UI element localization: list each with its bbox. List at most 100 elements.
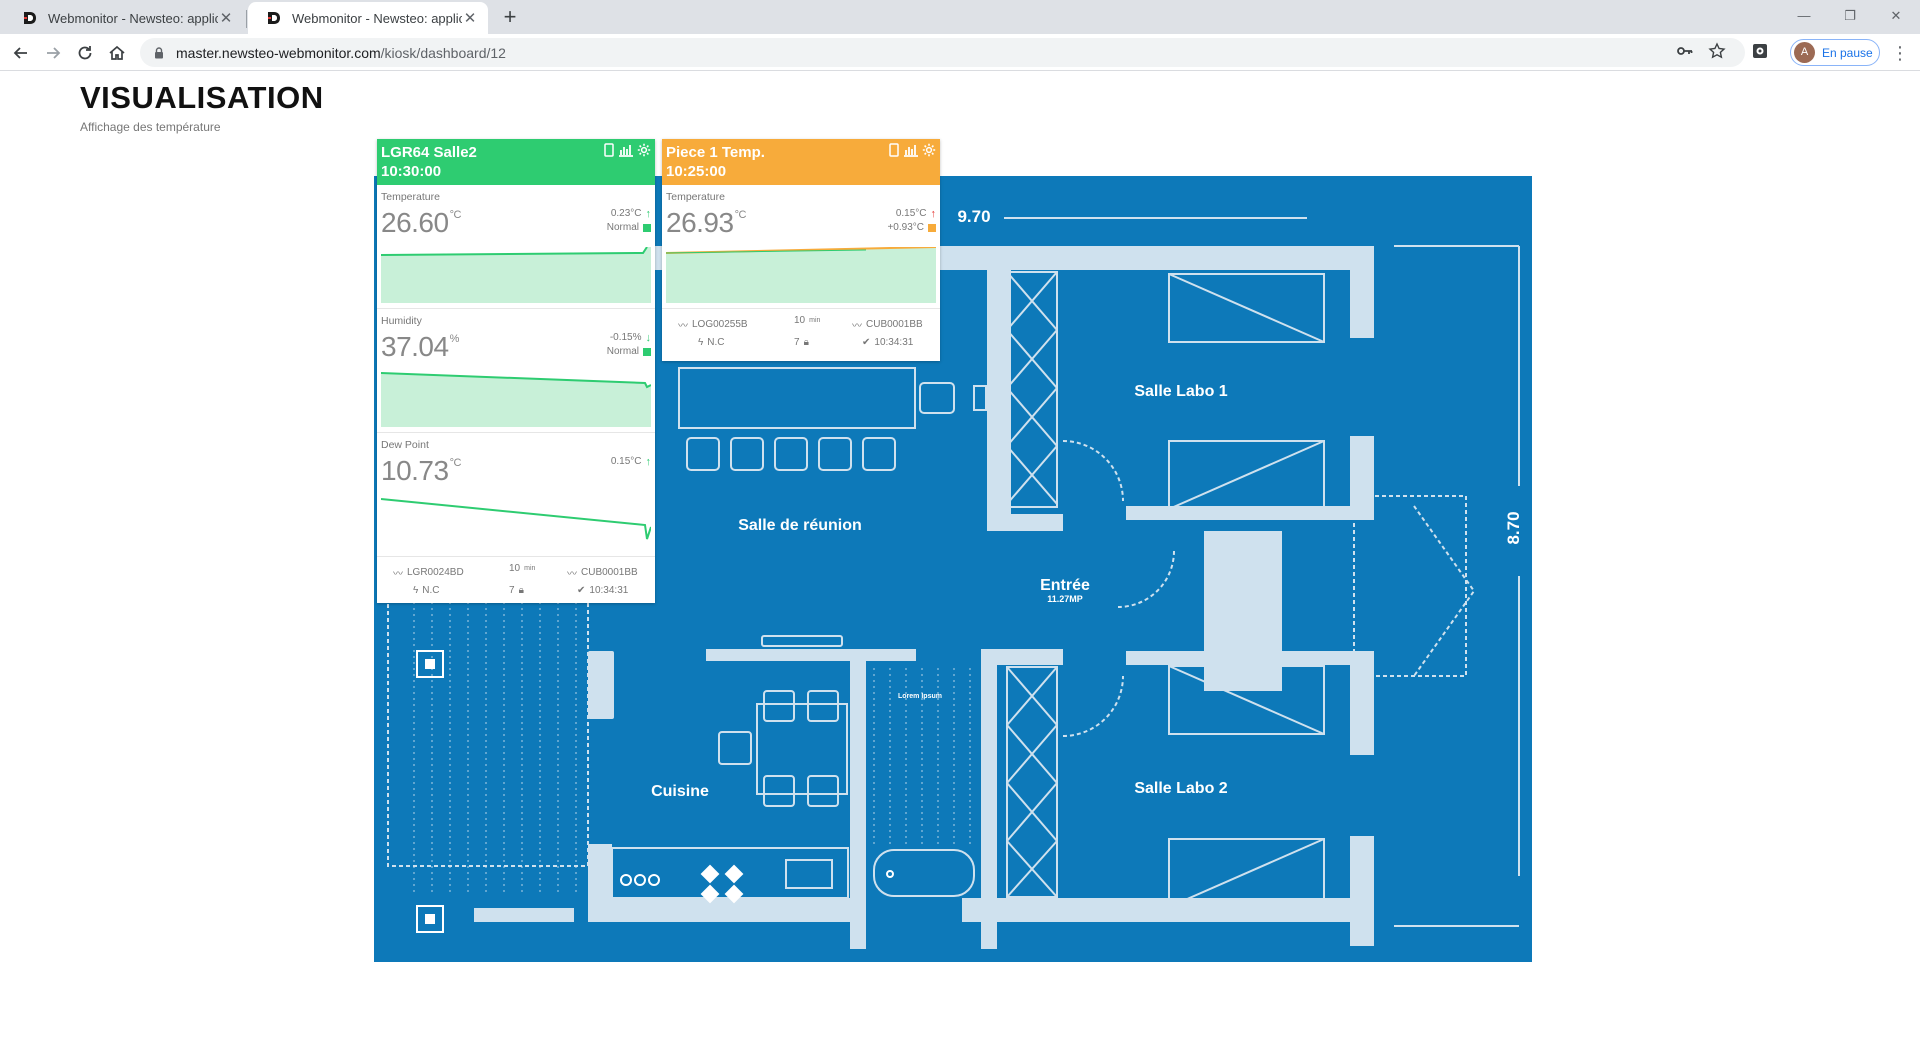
arrow-down-icon: ↓: [645, 332, 652, 344]
status-dot: [643, 224, 651, 232]
status-dot: [643, 348, 651, 356]
metric-label: Temperature: [381, 191, 440, 203]
bookmark-star-icon[interactable]: [1707, 42, 1727, 62]
mobile-icon[interactable]: [888, 143, 900, 157]
interval-value: 10: [509, 563, 521, 574]
humidity-sparkline: [381, 372, 651, 427]
floor-plan-appliances: [416, 650, 894, 933]
check-icon: ✔: [577, 585, 586, 596]
interval-value: 10: [794, 315, 806, 326]
back-arrow-icon[interactable]: [10, 42, 32, 64]
url-path: /kiosk/dashboard/12: [380, 44, 506, 61]
gear-icon[interactable]: [922, 143, 936, 157]
room-label-cuisine: Cuisine: [651, 783, 709, 800]
power-value: N.C: [707, 337, 725, 348]
page-title: VISUALISATION: [80, 80, 324, 115]
url-host: master.newsteo-webmonitor.com: [176, 44, 381, 61]
room-label-salle-labo-1: Salle Labo 1: [1134, 383, 1227, 400]
sensor-widget-lgr64[interactable]: LGR64 Salle2 10:30:00 Temperature 26.60°…: [377, 139, 655, 603]
room-label-lorem: Lorem Ipsum: [898, 693, 942, 700]
tab-close-icon[interactable]: ✕: [463, 10, 477, 27]
metric-value: 10.73: [381, 455, 449, 486]
minimize-button[interactable]: —: [1797, 8, 1811, 23]
hub-id: CUB0001BB: [866, 319, 923, 330]
metric-temperature: Temperature 26.93°C 0.15°C↑ +0.93°C: [662, 185, 940, 309]
browser-tab-1[interactable]: Webmonitor - Newsteo: applicati ✕: [4, 2, 244, 34]
arrow-up-icon: ↑: [645, 456, 652, 468]
metric-humidity: Humidity 37.04% -0.15%↓ Normal: [377, 309, 655, 433]
metric-value: 37.04: [381, 331, 449, 362]
browser-tab-2[interactable]: Webmonitor - Newsteo: applicati ✕: [248, 2, 488, 34]
metric-delta: 0.23°C: [610, 208, 642, 219]
count-value: 7: [794, 337, 800, 348]
newsteo-favicon: [268, 12, 280, 24]
metric-unit: °C: [449, 457, 462, 469]
browser-tab-strip: Webmonitor - Newsteo: applicati ✕ Webmon…: [0, 0, 1920, 34]
widget-time: 10:30:00: [381, 163, 442, 180]
widget-header: Piece 1 Temp. 10:25:00: [662, 139, 940, 185]
interval-unit: min: [809, 317, 821, 324]
address-bar[interactable]: master.newsteo-webmonitor.com/kiosk/dash…: [140, 38, 1745, 67]
power-value: N.C: [422, 585, 440, 596]
chart-icon[interactable]: [903, 143, 919, 157]
gear-icon[interactable]: [637, 143, 651, 157]
profile-status: En pause: [1822, 45, 1873, 60]
page-subtitle: Affichage des température: [80, 120, 221, 134]
signal-icon: 〰: [852, 321, 862, 332]
power-icon: ϟ: [698, 337, 704, 348]
mobile-icon[interactable]: [603, 143, 615, 157]
tab-title: Webmonitor - Newsteo: applicati: [292, 10, 462, 26]
dew-point-sparkline: [381, 498, 651, 540]
status-dot: [928, 224, 936, 232]
tab-separator: [246, 10, 247, 28]
tab-close-icon[interactable]: ✕: [219, 10, 233, 27]
restore-button[interactable]: ❐: [1844, 8, 1856, 23]
extension-icon[interactable]: [1750, 42, 1770, 62]
dimension-height: 8.70: [1504, 511, 1523, 544]
lock-icon: 🔒︎: [803, 337, 809, 348]
signal-icon: 〰: [678, 321, 688, 332]
check-icon: ✔: [862, 337, 871, 348]
browser-menu-icon[interactable]: ⋮: [1891, 43, 1909, 63]
sensor-widget-piece-1[interactable]: Piece 1 Temp. 10:25:00 Temperature 26.93…: [662, 139, 940, 361]
metric-value: 26.60: [381, 207, 449, 238]
count-value: 7: [509, 585, 515, 596]
reload-icon[interactable]: [74, 42, 96, 64]
widget-name: Piece 1 Temp.: [666, 144, 765, 161]
key-icon[interactable]: [1675, 42, 1695, 62]
last-seen: 10:34:31: [589, 585, 629, 596]
metric-dew-point: Dew Point 10.73°C 0.15°C↑: [377, 433, 655, 557]
widget-time: 10:25:00: [666, 163, 727, 180]
window-close-button[interactable]: ✕: [1890, 8, 1902, 23]
metric-value: 26.93: [666, 207, 734, 238]
new-tab-button[interactable]: +: [503, 4, 517, 29]
lock-icon: 🔒︎: [518, 585, 524, 596]
browser-toolbar: master.newsteo-webmonitor.com/kiosk/dash…: [0, 34, 1920, 71]
arrow-up-icon: ↑: [645, 208, 652, 220]
last-seen: 10:34:31: [874, 337, 914, 348]
room-area-entree: 11.27MP: [1047, 594, 1083, 604]
signal-icon: 〰: [393, 569, 403, 580]
newsteo-favicon: [24, 12, 36, 24]
metric-temperature: Temperature 26.60°C 0.23°C↑ Normal: [377, 185, 655, 309]
arrow-up-icon: ↑: [930, 208, 937, 220]
metric-label: Humidity: [381, 315, 422, 327]
metric-status: Normal: [606, 346, 639, 357]
forward-arrow-icon[interactable]: [42, 42, 64, 64]
interval-unit: min: [524, 565, 536, 572]
room-label-entree: Entrée: [1040, 577, 1090, 594]
profile-button[interactable]: A En pause: [1790, 39, 1880, 66]
metric-status: +0.93°C: [887, 222, 924, 233]
home-icon[interactable]: [106, 42, 128, 64]
temperature-sparkline: [666, 247, 936, 303]
metric-delta: 0.15°C: [895, 208, 927, 219]
metric-unit: °C: [734, 209, 747, 221]
floor-plan-tiles: [413, 596, 971, 896]
metric-unit: °C: [449, 209, 462, 221]
power-icon: ϟ: [413, 585, 419, 596]
chart-icon[interactable]: [618, 143, 634, 157]
lock-icon: [155, 46, 163, 58]
metric-status: Normal: [606, 222, 639, 233]
